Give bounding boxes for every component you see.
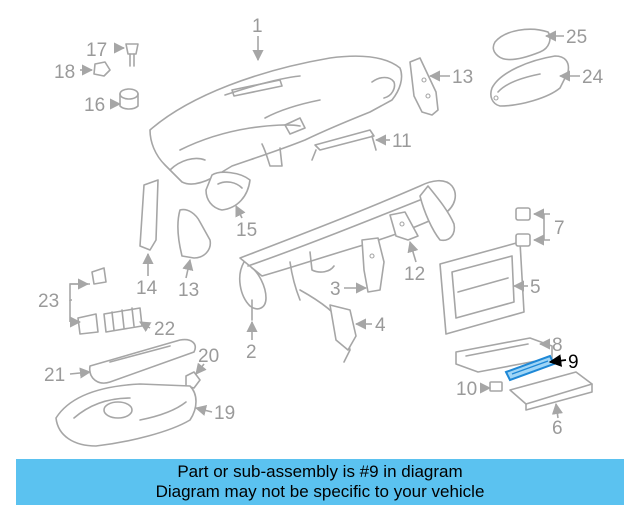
label-11: 11 — [392, 131, 412, 152]
glovebox-cover — [492, 28, 551, 61]
label-24: 24 — [582, 67, 604, 88]
dashboard-panel — [149, 55, 403, 185]
label-8: 8 — [552, 335, 563, 356]
retainer-clip — [489, 381, 503, 392]
label-6: 6 — [552, 418, 563, 439]
storage-bin — [490, 55, 570, 107]
info-banner: Part or sub-assembly is #9 in diagram Di… — [16, 459, 624, 505]
label-4: 4 — [375, 315, 386, 336]
label-9: 9 — [568, 352, 579, 373]
label-25: 25 — [566, 27, 587, 48]
label-14: 14 — [136, 278, 158, 299]
label-18: 18 — [54, 62, 75, 83]
vent-housing — [205, 171, 251, 211]
small-clips — [93, 43, 139, 110]
knee-bolster — [88, 338, 196, 384]
label-3: 3 — [330, 279, 341, 300]
label-12: 12 — [404, 264, 425, 285]
label-20: 20 — [198, 346, 219, 367]
banner-line-2: Diagram may not be specific to your vehi… — [155, 482, 485, 501]
hinge-brackets — [77, 267, 143, 335]
label-10: 10 — [456, 379, 477, 400]
center-bezel — [439, 241, 525, 335]
label-13-lower: 13 — [178, 280, 199, 301]
cross-bracket — [311, 129, 377, 161]
label-16: 16 — [84, 95, 105, 116]
end-panel — [177, 208, 212, 259]
label-23: 23 — [38, 291, 59, 312]
label-21: 21 — [44, 365, 65, 386]
leader-lines — [69, 30, 580, 419]
center-brace — [389, 211, 419, 241]
label-13-top: 13 — [452, 67, 473, 88]
label-7: 7 — [554, 218, 565, 239]
lower-panel — [509, 371, 593, 411]
lower-brace — [299, 289, 357, 363]
pillar-trim — [139, 179, 159, 251]
mount-bracket — [361, 237, 385, 293]
label-5: 5 — [530, 277, 541, 298]
label-15: 15 — [236, 220, 257, 241]
fastener — [185, 371, 201, 389]
switch-blanks — [515, 207, 531, 247]
callout-labels: 1 13 25 24 17 18 16 11 15 14 13 12 3 4 2… — [38, 16, 604, 439]
label-17: 17 — [86, 40, 107, 61]
label-2: 2 — [246, 342, 257, 363]
side-bracket — [409, 57, 439, 116]
glove-box-door — [55, 383, 197, 447]
label-22: 22 — [154, 319, 175, 340]
banner-line-1: Part or sub-assembly is #9 in diagram — [177, 462, 463, 481]
label-1: 1 — [252, 16, 263, 37]
support-beam — [238, 179, 457, 321]
label-19: 19 — [214, 403, 235, 424]
